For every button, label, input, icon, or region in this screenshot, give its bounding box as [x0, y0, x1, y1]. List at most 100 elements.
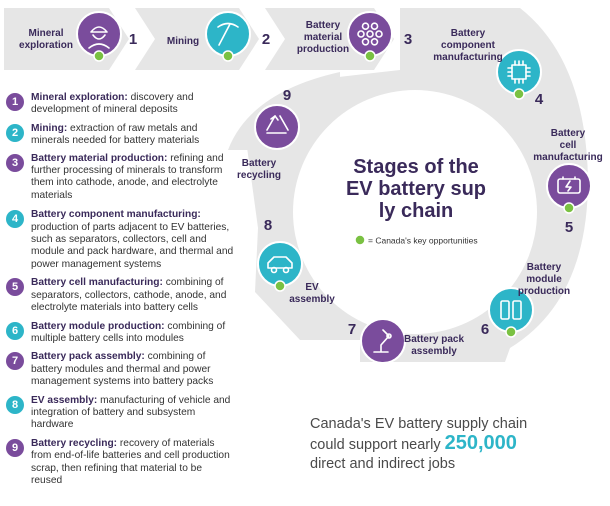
stage-description: Battery material production: refining an…: [31, 153, 234, 203]
stage-description-text: combining of multiple battery cells into…: [31, 320, 226, 344]
stage-description-text: extraction of raw metals and minerals ne…: [31, 122, 200, 147]
opportunity-dot-icon: [93, 50, 105, 62]
stage-description-title: Battery material production:: [31, 152, 168, 164]
stage-number-badge: 3: [6, 153, 24, 172]
stage-label: assembly: [411, 346, 457, 357]
stage-label: Mining: [167, 36, 199, 47]
stage-number-badge: 7: [6, 352, 24, 371]
stage-description-text: combining of battery modules and thermal…: [31, 351, 214, 388]
module-icon: [500, 300, 522, 320]
stage-label: manufacturing: [533, 152, 602, 163]
miner-icon: [88, 26, 110, 49]
stage-label: module: [526, 274, 562, 285]
stage-icon-circle: [496, 49, 542, 95]
molecule-icon: [357, 22, 383, 46]
stage-number-badge: 1: [6, 93, 24, 111]
opportunity-dot-icon: [513, 88, 525, 100]
center-circle: [293, 90, 537, 334]
stage-icon-circle: [347, 11, 393, 57]
stage-description-title: EV assembly:: [31, 394, 98, 406]
opportunity-dot-icon: [354, 234, 366, 246]
stage-description: Battery cell manufacturing: combining of…: [31, 277, 234, 314]
stage-number-badge: 9: [6, 438, 24, 457]
jobs-callout: Canada's EV battery supply chain could s…: [310, 415, 600, 474]
stage-description-item: 8 EV assembly: manufacturing of vehicle a…: [6, 395, 234, 432]
robot-arm-icon: [373, 329, 392, 353]
stage-description-title: Battery recycling:: [31, 437, 118, 449]
stage-number-badge: 4: [6, 210, 24, 229]
title-line: Stages of the: [353, 156, 479, 178]
stage-description-title: Battery module production:: [31, 320, 165, 332]
opportunity-dot-icon: [505, 326, 517, 338]
stage-label: cell: [560, 140, 577, 151]
stage-node: 2 Mining: [167, 11, 270, 62]
stage-label: Battery: [527, 262, 562, 273]
stage-number: 4: [535, 91, 544, 108]
stage-description: Mining: extraction of raw metals and min…: [31, 123, 234, 148]
stage-description: Battery component manufacturing: product…: [31, 209, 234, 271]
stage-description-text: production of parts adjacent to EV batte…: [31, 221, 234, 270]
jobs-line-3: direct and indirect jobs: [310, 456, 456, 472]
stage-description: Battery recycling: recovery of materials…: [31, 438, 234, 488]
stage-label: Battery: [451, 28, 486, 39]
stage-label: manufacturing: [433, 52, 502, 63]
opportunity-legend: = Canada's key opportunities: [354, 234, 478, 246]
stage-description-title: Mineral exploration:: [31, 92, 128, 103]
stage-description-item: 9 Battery recycling: recovery of material…: [6, 438, 234, 488]
stage-description-item: 4 Battery component manufacturing: produc…: [6, 209, 234, 271]
stage-label: Battery: [242, 158, 277, 169]
stage-description: Battery module production: combining of …: [31, 321, 234, 346]
stage-label: component: [441, 40, 496, 51]
stage-number: 6: [481, 321, 489, 338]
opportunity-dot-icon: [563, 202, 575, 214]
stage-description-text: refining and further processing of miner…: [31, 152, 224, 201]
stage-label: production: [518, 286, 570, 297]
stage-description-item: 3 Battery material production: refining a…: [6, 153, 234, 203]
stage-number: 2: [262, 31, 270, 48]
title-line: EV battery sup: [346, 178, 486, 200]
stage-description-text: manufacturing of vehicle and integration…: [31, 394, 231, 431]
stage-icon-circle: [254, 104, 300, 150]
jobs-line-2-prefix: could support nearly: [310, 437, 441, 453]
stage-number-badge: 6: [6, 321, 24, 340]
stage-number: 5: [565, 219, 573, 236]
stage-description-text: discovery and development of mineral dep…: [31, 92, 194, 116]
stage-icon-circle: [205, 11, 251, 57]
stage-number: 3: [404, 31, 412, 48]
stage-label: production: [297, 44, 349, 55]
stage-description: Battery pack assembly: combining of batt…: [31, 351, 234, 388]
opportunity-dot-icon: [364, 50, 376, 62]
stage-description-title: Mining:: [31, 122, 68, 134]
stage-description-title: Battery cell manufacturing:: [31, 277, 163, 289]
pickaxe-icon: [217, 22, 239, 46]
stage-icon-circle: [360, 318, 406, 364]
stage-number: 7: [348, 321, 356, 338]
stage-number-badge: 8: [6, 395, 24, 414]
opportunity-dot-icon: [274, 280, 286, 292]
stage-label: recycling: [237, 170, 281, 181]
stage-description: Mineral exploration: discovery and devel…: [31, 92, 234, 117]
stage-label: Battery pack: [404, 334, 464, 345]
legend-text: = Canada's key opportunities: [368, 236, 478, 246]
stage-number: 9: [283, 87, 291, 104]
stage-label: Mineral: [28, 28, 63, 39]
jobs-line-2: could support nearly 250,000: [310, 432, 600, 455]
jobs-number: 250,000: [444, 432, 517, 454]
recycle-icon: [266, 115, 289, 134]
opportunity-dot-icon: [222, 50, 234, 62]
car-icon: [267, 256, 293, 274]
stage-label: Battery: [306, 20, 341, 31]
stage-label: exploration: [19, 40, 73, 51]
stage-description-list: 1 Mineral exploration: discovery and deve…: [6, 92, 234, 487]
chip-icon: [507, 60, 531, 84]
stage-description-item: 7 Battery pack assembly: combining of bat…: [6, 351, 234, 388]
